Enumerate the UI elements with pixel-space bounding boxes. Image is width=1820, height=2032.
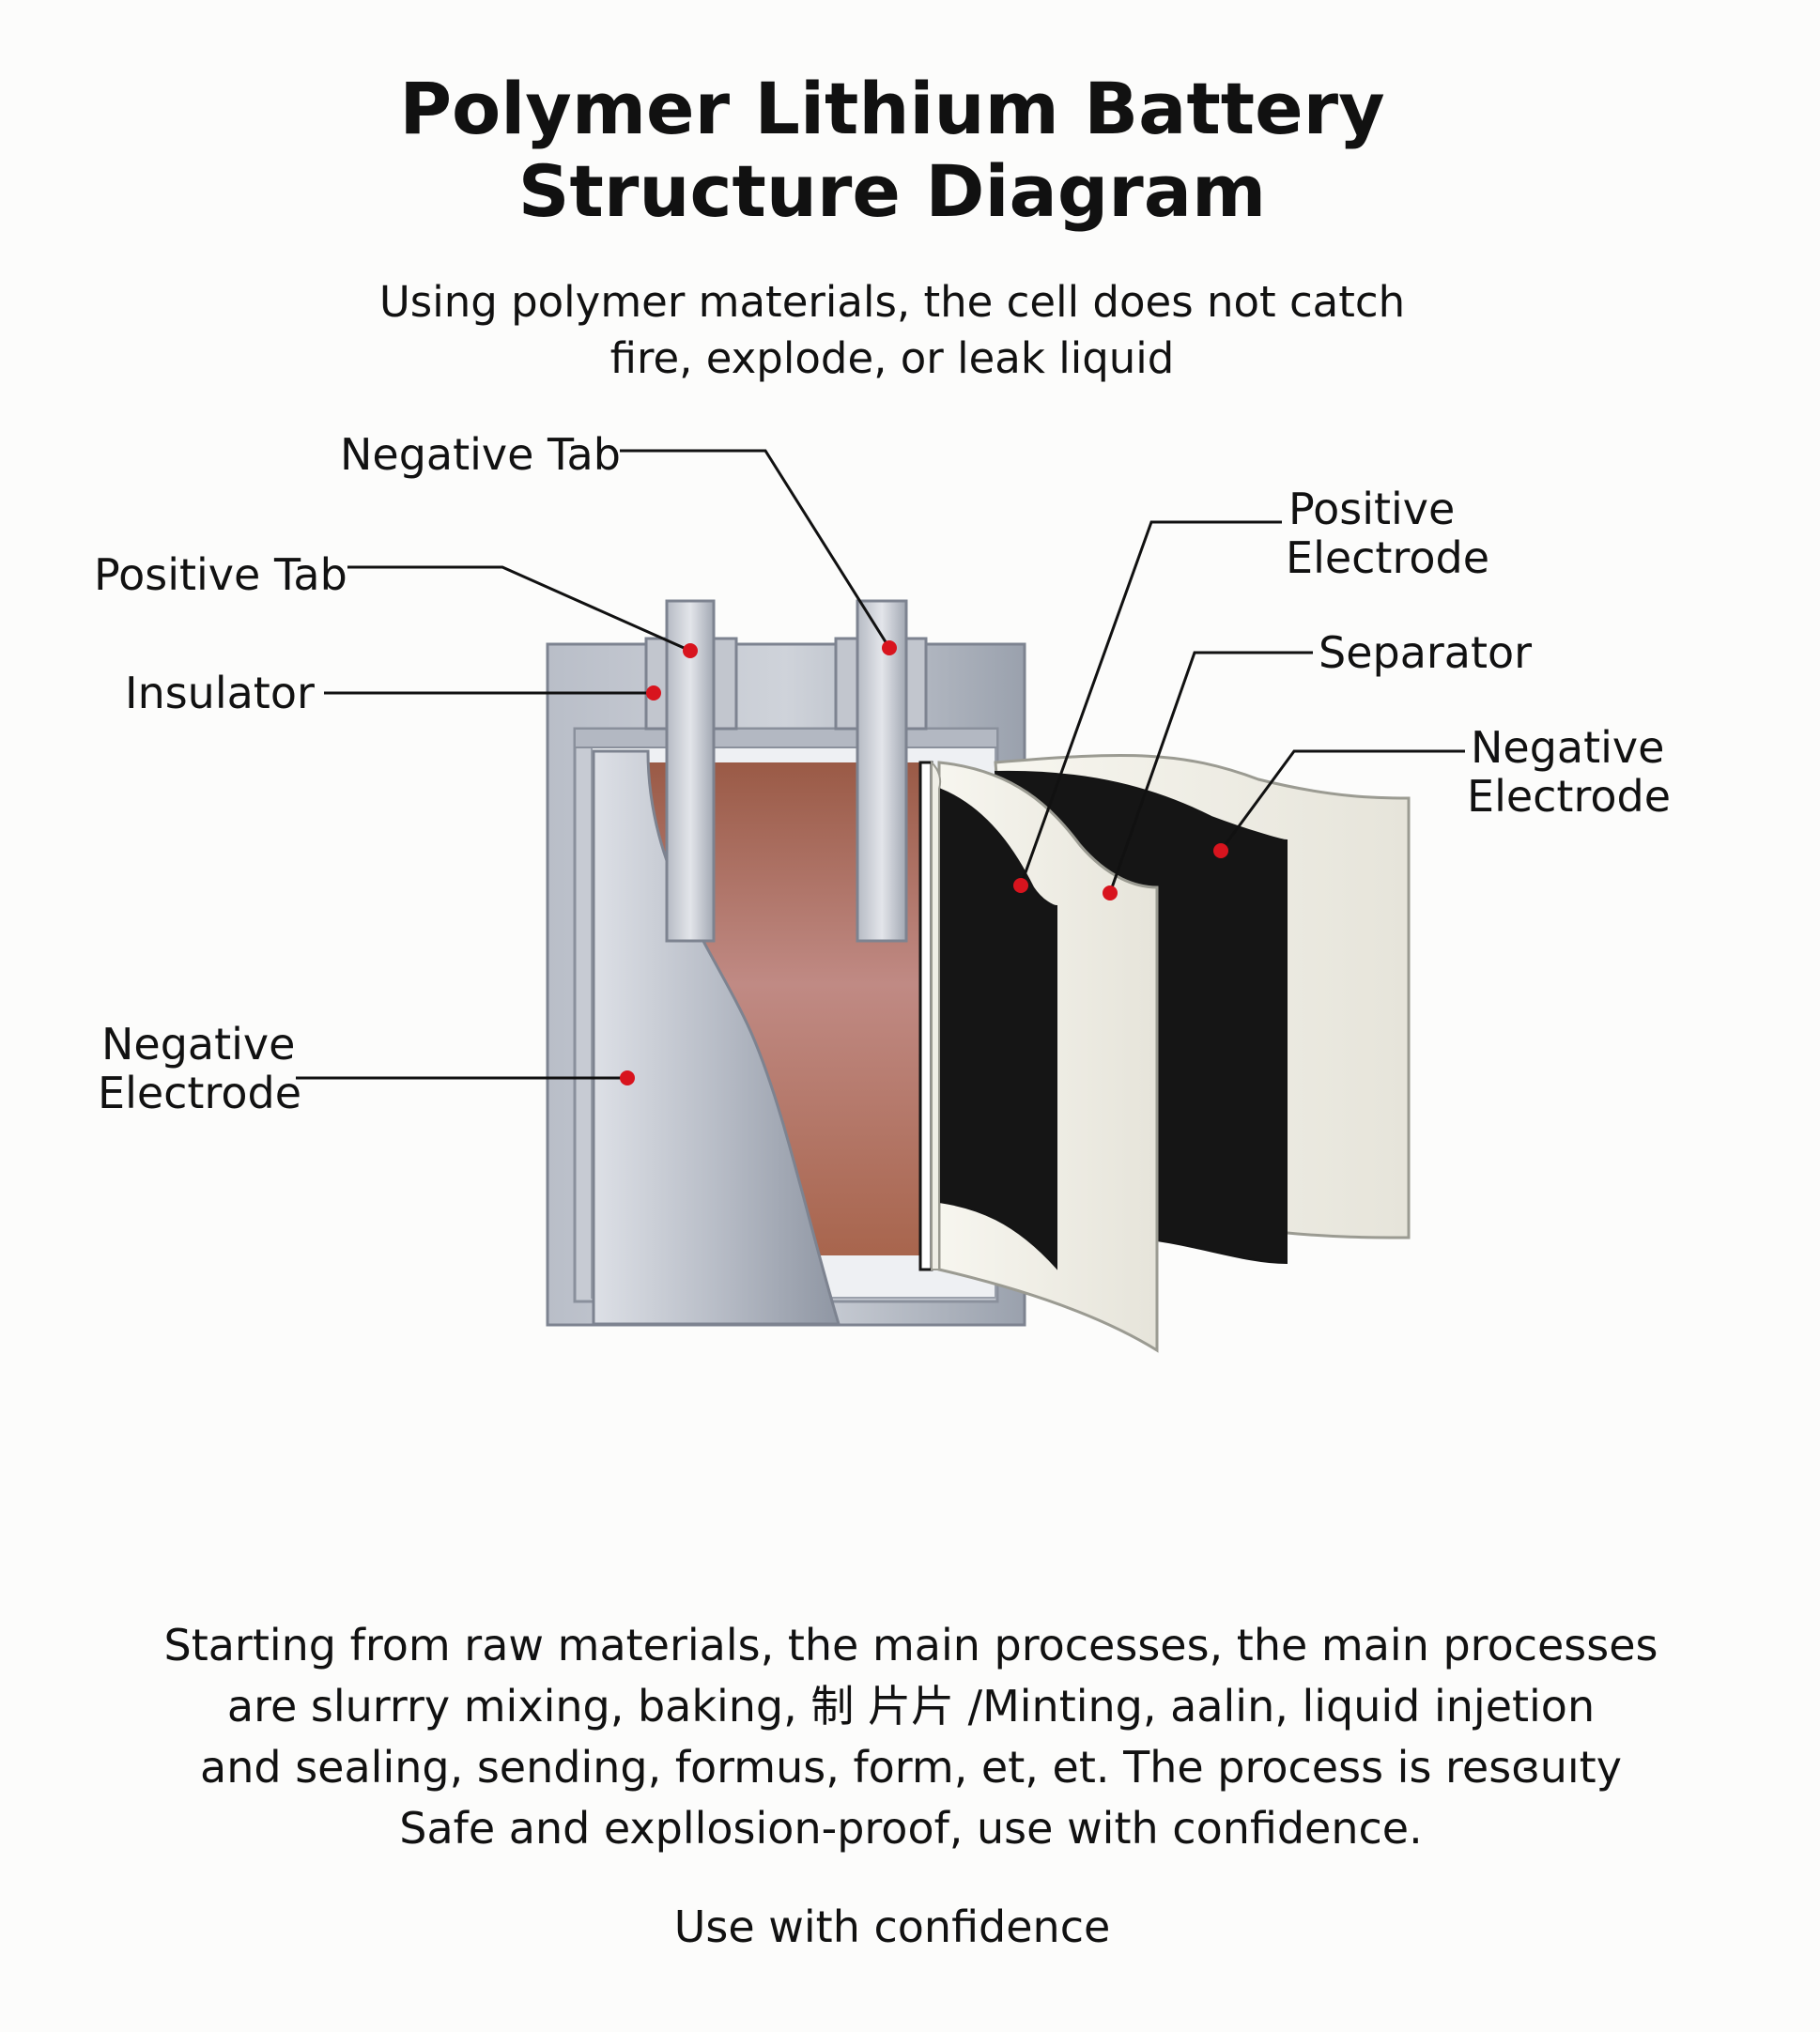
label-negative-electrode-right-line2: Electrode bbox=[1467, 771, 1671, 822]
diagram-title: Polymer Lithium Battery Structure Diagra… bbox=[0, 68, 1784, 233]
front-separator-strip bbox=[931, 760, 942, 1270]
diagram-subtitle: Using polymer materials, the cell does n… bbox=[0, 274, 1784, 387]
label-negative-electrode-left-line2: Electrode bbox=[98, 1068, 301, 1118]
label-negative-electrode-left-line1: Negative bbox=[101, 1019, 295, 1070]
title-line-1: Polymer Lithium Battery bbox=[399, 67, 1385, 150]
label-negative-tab: Negative Tab bbox=[340, 429, 621, 480]
marker-positive-tab bbox=[683, 643, 698, 658]
leader-separator bbox=[1108, 651, 1313, 894]
label-insulator: Insulator bbox=[125, 668, 315, 718]
description-line-3: and sealing, sending, formus, form, et, … bbox=[200, 1742, 1622, 1793]
marker-positive-electrode bbox=[1013, 878, 1028, 893]
battery-structure-diagram: Negative Tab Positive Tab Insulator Nega… bbox=[94, 429, 1671, 1353]
leader-positive-electrode bbox=[1019, 520, 1282, 886]
description-line-1: Starting from raw materials, the main pr… bbox=[163, 1620, 1658, 1670]
label-positive-tab: Positive Tab bbox=[94, 549, 347, 600]
marker-negative-electrode-right bbox=[1213, 843, 1228, 858]
label-negative-electrode-right-line1: Negative bbox=[1471, 722, 1664, 773]
leader-lines bbox=[296, 449, 1465, 1080]
leader-negative-tab bbox=[620, 449, 891, 649]
description-line-2: are slurrry mixing, baking, 制 片片 /Mintin… bbox=[226, 1681, 1596, 1732]
title-line-2: Structure Diagram bbox=[517, 149, 1267, 233]
label-separator: Separator bbox=[1319, 627, 1532, 678]
positive-electrode-sheet bbox=[938, 787, 1057, 1270]
label-positive-electrode-line1: Positive bbox=[1288, 484, 1455, 534]
peeled-layers bbox=[931, 754, 1411, 1353]
inner-divider bbox=[918, 761, 933, 1271]
process-description: Starting from raw materials, the main pr… bbox=[141, 1615, 1681, 1859]
footer-tagline: Use with confidence bbox=[673, 1901, 1111, 1952]
label-positive-electrode-line2: Electrode bbox=[1286, 532, 1489, 583]
marker-insulator bbox=[646, 685, 661, 700]
negative-electrode-foil bbox=[592, 749, 841, 1326]
subtitle-line-1: Using polymer materials, the cell does n… bbox=[378, 277, 1406, 327]
leader-negative-electrode-right bbox=[1219, 749, 1465, 852]
negative-tab bbox=[856, 599, 908, 943]
marker-negative-tab bbox=[882, 640, 897, 655]
marker-dots bbox=[620, 640, 1228, 1085]
marker-separator bbox=[1103, 885, 1118, 901]
leader-positive-tab bbox=[347, 565, 691, 653]
description-line-4: Safe and expllosion-proof, use with conf… bbox=[399, 1803, 1423, 1854]
marker-negative-electrode-left bbox=[620, 1070, 635, 1085]
subtitle-line-2: fire, explode, or leak liquid bbox=[609, 333, 1175, 383]
